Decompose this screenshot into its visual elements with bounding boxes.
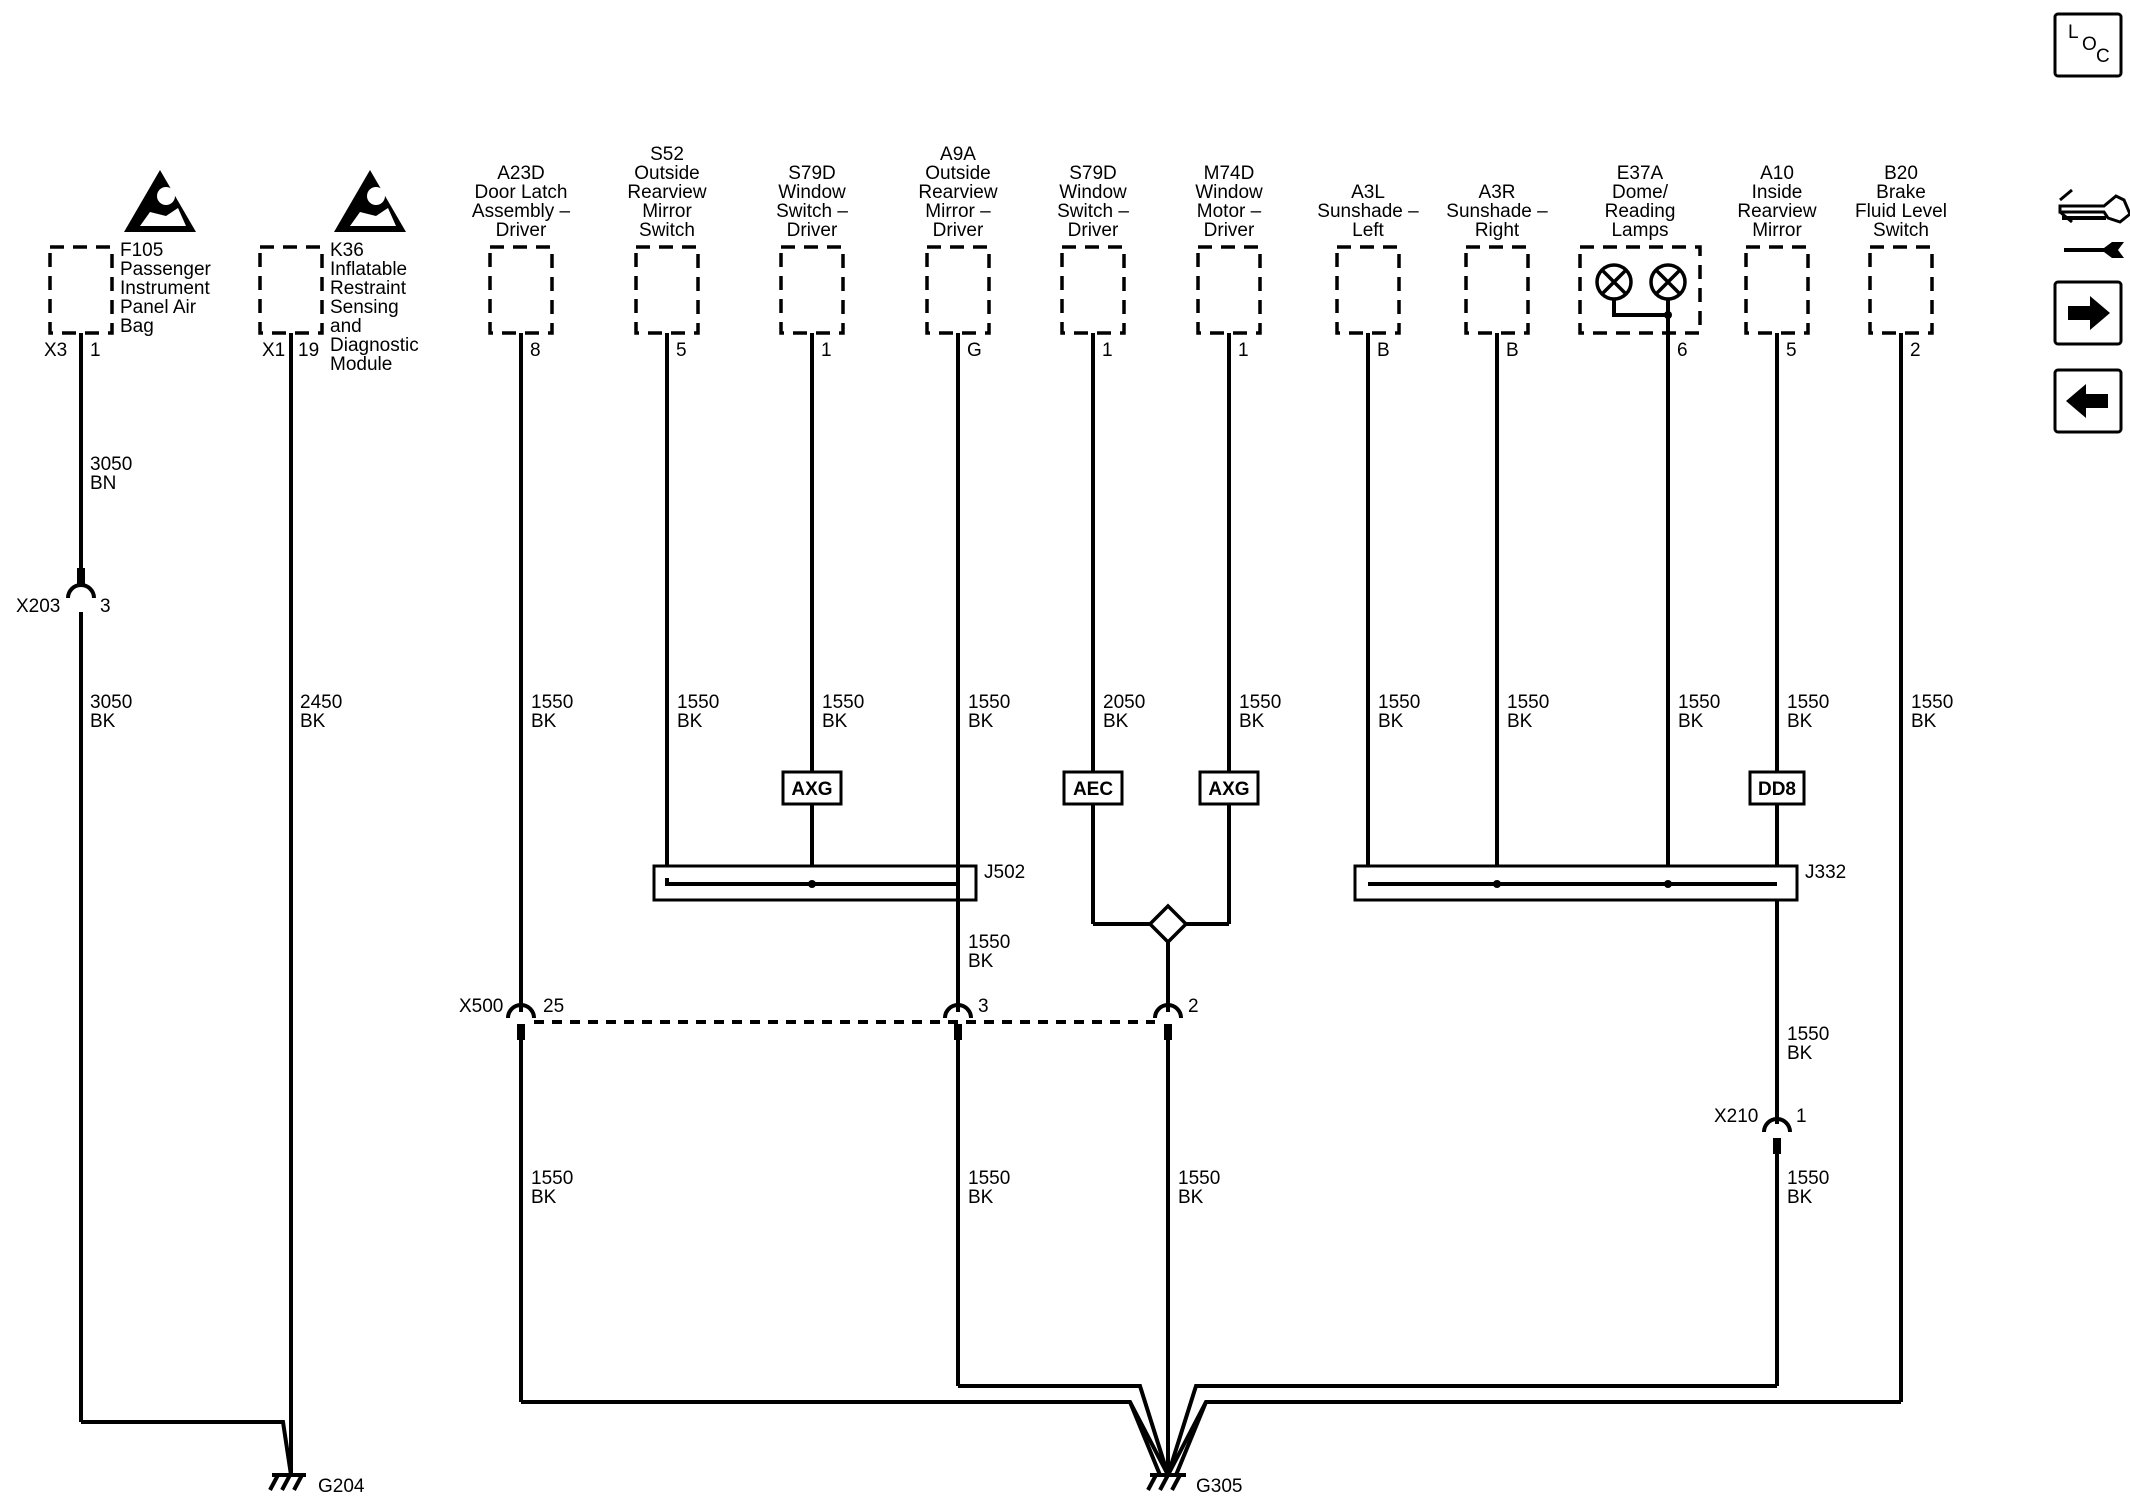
ground-icon xyxy=(1146,1473,1186,1491)
splice-label-j332: J332 xyxy=(1805,862,1846,883)
connector-pin-x500-25: 25 xyxy=(543,996,564,1017)
component-box-a3l xyxy=(1335,245,1401,335)
component-box-a10 xyxy=(1744,245,1810,335)
option-code-m74d: AXG xyxy=(1208,779,1249,800)
component-box-k36 xyxy=(258,245,324,335)
arrow-right-icon[interactable] xyxy=(2053,280,2123,346)
arrow-left-icon[interactable] xyxy=(2053,368,2123,434)
connector-label-x500: X500 xyxy=(459,996,503,1017)
component-box-m74d xyxy=(1196,245,1262,335)
airbag-warning-icon xyxy=(124,170,196,232)
loc-c: C xyxy=(2096,46,2110,67)
pin-label-f105: 1 xyxy=(90,340,101,361)
pin-label-s52: 5 xyxy=(676,340,687,361)
splice-label-j502: J502 xyxy=(984,862,1025,883)
connector-pin-x500-2: 2 xyxy=(1188,996,1199,1017)
ground-icon xyxy=(268,1473,306,1491)
pin-label-k36: 19 xyxy=(298,340,319,361)
pin-label-a23d: 8 xyxy=(530,340,541,361)
pin-label-m74d: 1 xyxy=(1238,340,1249,361)
connector-pin-x500-3: 3 xyxy=(978,996,989,1017)
component-box-a23d xyxy=(488,245,554,335)
component-box-f105 xyxy=(48,245,114,335)
pin-label-a3r: B xyxy=(1506,340,1519,361)
option-code-s79d-a: AXG xyxy=(791,779,832,800)
lamp-icon xyxy=(1649,263,1687,301)
ground-label-g204: G204 xyxy=(318,1476,365,1497)
connector-label-k36: X1 xyxy=(262,340,285,361)
connector-label-x210: X210 xyxy=(1714,1106,1758,1127)
pin-label-a9a: G xyxy=(967,340,982,361)
pin-label-e37a: 6 xyxy=(1677,340,1688,361)
component-box-a3r xyxy=(1464,245,1530,335)
connector-wrench-icon[interactable] xyxy=(2058,188,2130,258)
component-box-e37a xyxy=(1578,245,1702,335)
pin-label-s79d-b: 1 xyxy=(1102,340,1113,361)
pin-label-b20: 2 xyxy=(1910,340,1921,361)
pin-label-a3l: B xyxy=(1377,340,1390,361)
component-box-s52 xyxy=(634,245,700,335)
connector-label-f105: X3 xyxy=(44,340,67,361)
airbag-warning-icon xyxy=(334,170,406,232)
pin-label-a10: 5 xyxy=(1786,340,1797,361)
pin-label-s79d-a: 1 xyxy=(821,340,832,361)
loc-button[interactable]: L O C xyxy=(2053,12,2123,78)
ground-label-g305: G305 xyxy=(1196,1476,1242,1497)
component-box-b20 xyxy=(1868,245,1934,335)
loc-o: O xyxy=(2082,34,2097,55)
option-code-a10: DD8 xyxy=(1758,779,1796,800)
component-box-a9a xyxy=(925,245,991,335)
connector-label-x203: X203 xyxy=(16,596,60,617)
component-box-s79d-b xyxy=(1060,245,1126,335)
lamp-icon xyxy=(1595,263,1633,301)
connector-pin-x203: 3 xyxy=(100,596,111,617)
loc-l: L xyxy=(2068,22,2079,43)
option-code-s79d-b: AEC xyxy=(1073,779,1113,800)
connector-pin-x210: 1 xyxy=(1796,1106,1807,1127)
component-box-s79d-a xyxy=(779,245,845,335)
